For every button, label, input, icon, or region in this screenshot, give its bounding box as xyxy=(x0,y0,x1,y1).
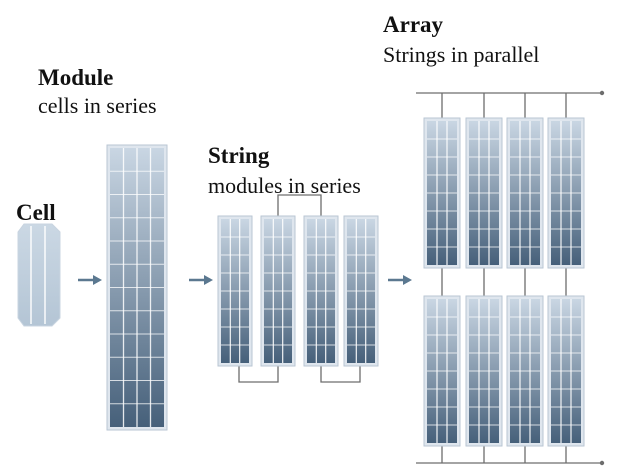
array-upper-string-3 xyxy=(506,117,544,269)
array-upper-string-2 xyxy=(465,117,503,269)
arrow-right-icon xyxy=(78,275,102,285)
module-subtitle: cells in series xyxy=(38,93,157,118)
string-module-1 xyxy=(217,215,253,367)
array-upper-string-1 xyxy=(423,117,461,269)
string-wire-bottom-right xyxy=(320,366,361,383)
string-module-2 xyxy=(260,215,296,367)
array-bus-top-terminal xyxy=(599,90,605,96)
wiring xyxy=(238,90,605,466)
arrow-right-icon xyxy=(388,275,412,285)
string-title: String xyxy=(208,143,270,168)
array-lower-string-3 xyxy=(506,295,544,447)
array-title: Array xyxy=(383,12,444,37)
string-wire-bottom-left xyxy=(238,366,279,383)
array-subtitle: Strings in parallel xyxy=(383,42,540,67)
array-bus-bottom-terminal xyxy=(599,460,605,466)
array-lower-string-4 xyxy=(547,295,585,447)
cell-icon xyxy=(17,223,61,327)
array-lower-string-2 xyxy=(465,295,503,447)
arrows xyxy=(78,275,412,285)
string-subtitle: modules in series xyxy=(208,173,361,198)
array-lower-string-1 xyxy=(423,295,461,447)
string-module-3 xyxy=(303,215,339,367)
module-panel xyxy=(106,144,168,431)
string-wire-top xyxy=(277,194,322,216)
cell-title: Cell xyxy=(16,200,56,225)
panels xyxy=(17,117,585,447)
arrow-right-icon xyxy=(189,275,213,285)
array-upper-string-4 xyxy=(547,117,585,269)
string-module-4 xyxy=(343,215,379,367)
module-title: Module xyxy=(38,65,114,90)
